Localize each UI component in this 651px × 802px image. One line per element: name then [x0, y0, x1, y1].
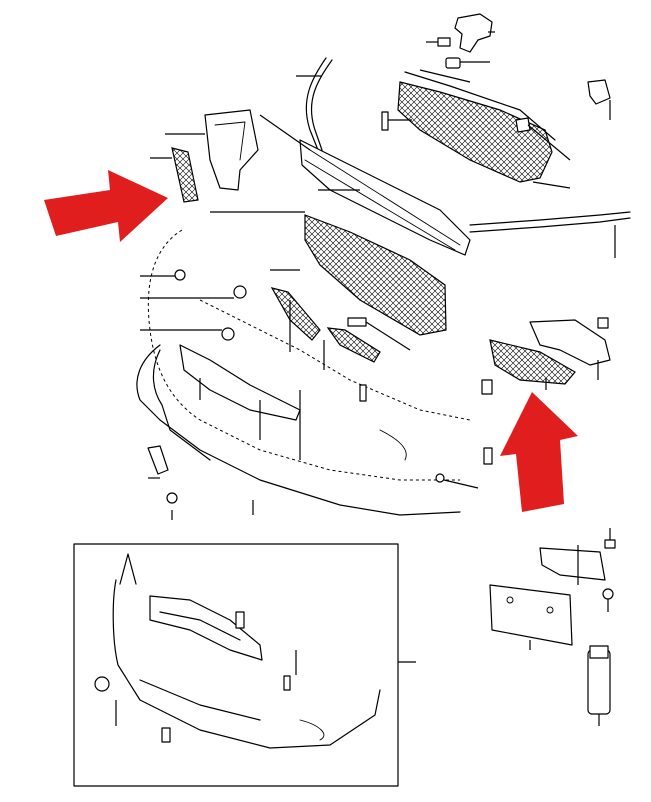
clip-center — [347, 317, 411, 351]
left-mesh-insert — [150, 147, 199, 203]
bolt-lower-right-1 — [483, 447, 493, 465]
bolt-bottom-right — [602, 588, 614, 612]
lower-trim-strip-right — [469, 211, 631, 258]
clip-right-small — [597, 317, 609, 329]
bolt-left-3 — [140, 327, 235, 341]
right-air-duct — [529, 319, 611, 390]
red-arrow-left — [44, 170, 168, 242]
red-arrow-right — [500, 392, 578, 512]
bolt-center-lower — [359, 384, 367, 402]
left-air-duct — [165, 109, 259, 191]
lower-left-bracket — [147, 445, 169, 479]
bolt-lower-right-2 — [435, 473, 479, 489]
clip-far-right — [587, 79, 611, 120]
touch-up-paint-bottle — [587, 645, 611, 726]
bolt-top-2 — [445, 57, 490, 69]
top-mounting-bracket — [454, 13, 495, 53]
bolt-left-1 — [140, 269, 186, 281]
bumper-cover — [136, 229, 471, 516]
lower-mesh-strip-center — [323, 327, 381, 370]
bolt-top-1 — [426, 37, 451, 47]
plate-bracket-mount — [539, 545, 606, 585]
bumper-reinforcement — [259, 114, 471, 256]
clip-bottom-right — [604, 528, 616, 549]
lower-mesh-strip-left — [270, 287, 321, 352]
assembled-view-inset — [73, 543, 416, 787]
upper-trim-strip — [296, 57, 333, 151]
licence-plate-bracket — [489, 584, 573, 650]
upper-grille-mesh — [397, 69, 571, 189]
clip-right-top — [515, 117, 571, 161]
right-fog-mesh — [489, 339, 576, 385]
bolt-lower-left — [166, 492, 178, 520]
clip-lower-right-1 — [481, 379, 493, 395]
center-grille-mesh — [210, 211, 447, 336]
bolt-left-2 — [140, 285, 247, 299]
screw-upper — [381, 111, 412, 131]
